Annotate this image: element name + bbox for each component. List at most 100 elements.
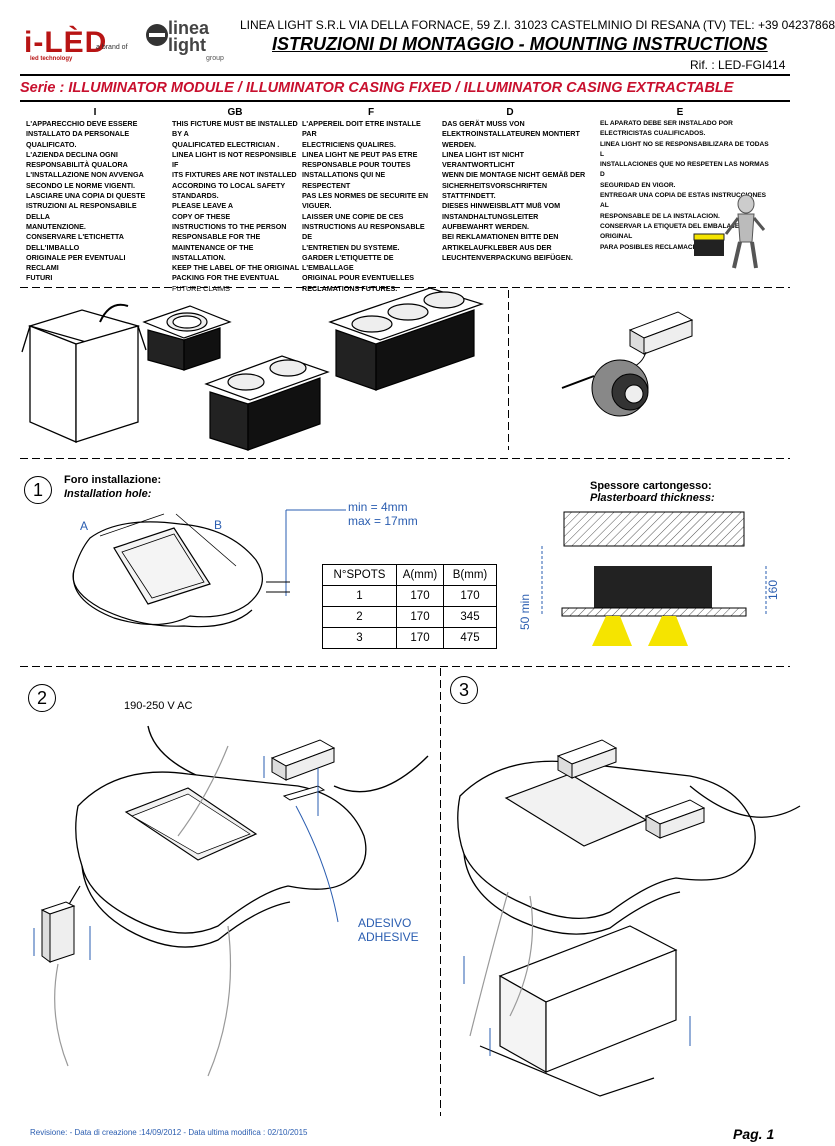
linea-light-logo-icon <box>146 24 168 46</box>
instruction-line: MAINTENANCE OF THE <box>172 242 254 252</box>
instruction-line: WERDEN. <box>442 139 476 149</box>
instruction-line: QUALIFICATO. <box>26 139 77 149</box>
logo-light-word: light <box>168 35 206 55</box>
voltage-label: 190-250 V AC <box>124 700 193 712</box>
instruction-line: PAS LES NORMES DE SECURITE EN <box>302 191 429 201</box>
instruction-line: SEGURIDAD EN VIGOR. <box>600 181 676 189</box>
step-2-number: 2 <box>28 684 56 712</box>
brand-of-text: a brand of <box>96 44 128 51</box>
instruction-line: L'ENTRETIEN DU SYSTEME. <box>302 242 400 252</box>
instruction-line: CONSERVARE L'ETICHETTA DELL'IMBALLO <box>26 232 124 252</box>
thickness-callout <box>266 509 346 596</box>
led-spot-icon <box>561 359 649 417</box>
instruction-line: ORIGINALE PER EVENTUALI RECLAMI <box>26 252 126 273</box>
triple-spot-module-icon <box>328 287 484 391</box>
page-number: Pag. 1 <box>733 1126 775 1142</box>
led-driver-and-spot-illustration <box>561 311 694 417</box>
logo-linea-word: linea <box>168 18 210 38</box>
dim-b-label: B <box>214 518 223 532</box>
instruction-line: ORIGINAL POUR EVENTUELLES <box>302 273 415 283</box>
lang-heading-f: F <box>367 107 375 118</box>
illustration-vertical-divider <box>508 290 509 450</box>
instruction-line: EL APARATO DEBE SER INSTALADO POR <box>600 120 733 127</box>
reference-code: Rif. : LED-FGI414 <box>690 58 786 72</box>
packaging-box-icon <box>21 309 147 443</box>
instruction-line: INSTALLATION. <box>172 252 226 262</box>
junction-box-icon <box>40 901 76 963</box>
double-spot-module-icon <box>204 355 330 451</box>
iled-logo-sub: led technology <box>30 56 73 62</box>
housing-flange-icon <box>479 1045 655 1097</box>
step3-installation-diagram <box>457 739 801 1097</box>
table-cell: 170 <box>396 585 444 607</box>
instruction-line: KEEP THE LABEL OF THE ORIGINAL <box>172 263 300 273</box>
dim-50-min: 50 min <box>518 593 532 630</box>
instruction-line: ISTRUZIONI AL RESPONSABILE DELLA <box>26 201 137 221</box>
step2-wiring-diagram <box>33 725 429 1077</box>
thickness-min: min = 4mm <box>348 500 408 514</box>
product-illustrations <box>21 287 484 451</box>
instruction-line: SECONDO LE NORME VIGENTI. <box>26 180 136 190</box>
light-beam-icon <box>648 616 688 646</box>
table-header: N°SPOTS <box>322 564 397 586</box>
instruction-line: INSTALLATIONS QUI NE RESPECTENT <box>302 170 386 190</box>
hole-label-en: Installation hole: <box>64 488 152 500</box>
table-cell: 475 <box>443 627 497 649</box>
plasterboard-label-en: Plasterboard thickness: <box>590 492 715 504</box>
lang-heading-gb: GB <box>227 107 243 118</box>
instruction-line: L'AZIENDA DECLINA OGNI <box>26 149 118 159</box>
dim-b-line-icon <box>175 513 237 567</box>
instruction-line: INSTRUCTIONS AU RESPONSABLE DE <box>302 221 425 242</box>
instruction-line: INSTRUCTIONS TO THE PERSON <box>172 221 287 231</box>
table-header: A(mm) <box>396 564 444 586</box>
table-row: 2 170 345 <box>322 606 497 628</box>
instruction-line: FUTURI <box>26 273 53 283</box>
instruction-line: ITS FIXTURES ARE NOT INSTALLED <box>172 170 297 180</box>
light-beam-icon <box>592 616 632 646</box>
series-divider <box>20 100 790 102</box>
instruction-line: LAISSER UNE COPIE DE CES <box>302 211 404 221</box>
table-cell: 3 <box>322 627 397 649</box>
instruction-line: BY A <box>172 129 189 139</box>
instruction-line: COPY OF THESE <box>172 211 231 221</box>
instruction-line: RESPONSABLE POUR TOUTES <box>302 160 411 170</box>
instruction-line: DIESES HINWEISBLATT MUß VOM <box>442 201 561 211</box>
instruction-line: L'APPEREIL DOIT ETRE INSTALLE PAR <box>302 119 421 139</box>
instruction-line: RESPONSABILITÀ QUALORA <box>26 160 128 170</box>
plasterboard-section-diagram <box>541 511 767 646</box>
table-row: 1 170 170 <box>322 585 497 607</box>
instruction-line: ARTIKELAUFKLEBER AUS DER <box>442 242 552 252</box>
instruction-line: L'INSTALLAZIONE NON AVVENGA <box>26 170 144 180</box>
led-driver-icon <box>270 739 336 781</box>
step-3-number: 3 <box>450 676 478 704</box>
instruction-line: CONSERVAR LA ETIQUETA DEL EMBALAJE ORIGI… <box>600 222 740 241</box>
adhesive-label-it: ADESIVO <box>358 916 412 930</box>
single-spot-module-icon <box>142 305 232 371</box>
led-driver-icon <box>644 799 706 839</box>
instruction-line: LINEA LIGHT IST NICHT VERANTWORTLICHT <box>442 149 524 170</box>
instruction-line: SICHERHEITSVORSCHRIFTEN <box>442 180 548 190</box>
adhesive-pad-icon <box>282 785 326 801</box>
instruction-line: LASCIARE UNA COPIA DI QUESTE <box>26 191 146 201</box>
lang-heading-e: E <box>676 107 684 118</box>
instruction-line: L'APPARECCHIO DEVE ESSERE <box>26 119 138 128</box>
instruction-line: AUFBEWAHRT WERDEN. <box>442 221 530 231</box>
thickness-max: max = 17mm <box>348 514 418 528</box>
table-cell: 170 <box>443 585 497 607</box>
ceiling-slab-icon <box>563 511 745 547</box>
step2-top-divider <box>20 666 790 667</box>
adhesive-leader-icon <box>295 805 339 923</box>
table-cell: 345 <box>443 606 497 628</box>
iled-logo: i-LÈD <box>24 26 108 59</box>
step1-top-divider <box>20 458 790 459</box>
mains-cable-icon <box>147 725 199 777</box>
instruction-line: STATTFINDETT. <box>442 191 496 201</box>
revision-info: Revisione: - Data di creazione :14/09/20… <box>30 1128 308 1137</box>
page-title: ISTRUZIONI DI MONTAGGIO - MOUNTING INSTR… <box>272 34 768 54</box>
lang-heading-d: D <box>506 107 514 118</box>
